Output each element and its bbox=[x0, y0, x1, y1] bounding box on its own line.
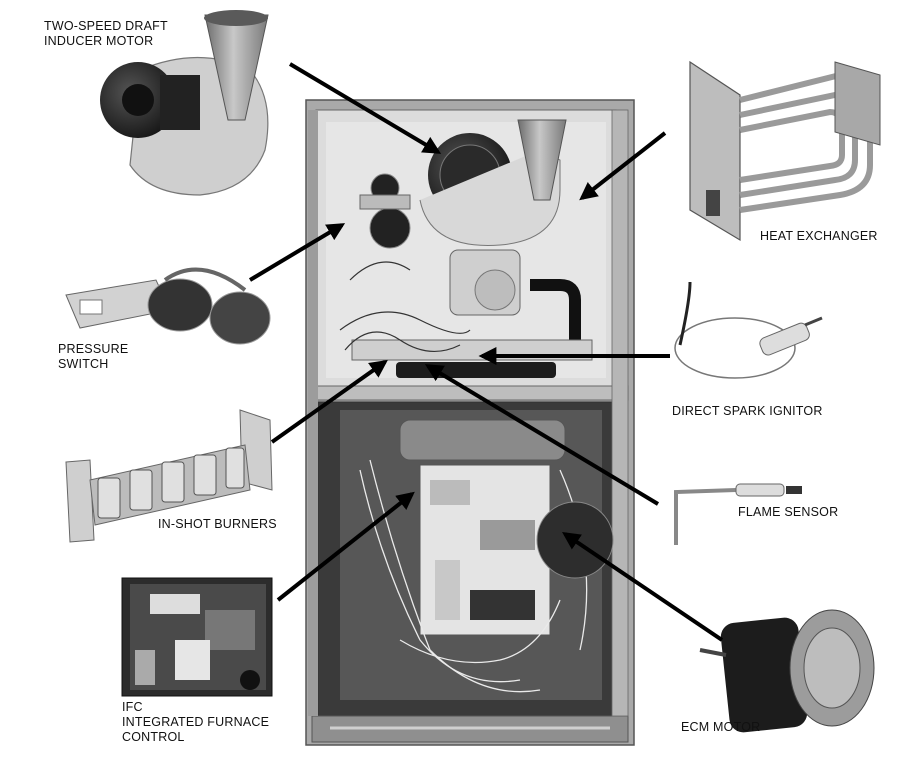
label-ignitor: DIRECT SPARK IGNITOR bbox=[672, 404, 823, 418]
label-burners: IN-SHOT BURNERS bbox=[158, 517, 277, 531]
label-ifc-line3: CONTROL bbox=[122, 730, 185, 744]
cabinet-inducer-motor bbox=[419, 119, 567, 246]
label-ifc-line2: INTEGRATED FURNACE bbox=[122, 715, 270, 729]
heat-exchanger-picture bbox=[689, 60, 881, 242]
label-pressure-switch: PRESSURE SWITCH bbox=[58, 342, 128, 372]
label-inducer-motor: TWO-SPEED DRAFT INDUCER MOTOR bbox=[44, 19, 168, 49]
pressure-switch-picture bbox=[65, 267, 271, 345]
burners-picture bbox=[65, 409, 273, 543]
label-ifc-line1: IFC bbox=[122, 700, 143, 714]
ifc-picture bbox=[121, 577, 273, 697]
label-flame-sensor: FLAME SENSOR bbox=[738, 505, 839, 519]
label-inducer-line1: TWO-SPEED DRAFT bbox=[44, 19, 168, 33]
arrow-ifc bbox=[276, 491, 415, 602]
label-pressure-line1: PRESSURE bbox=[58, 342, 129, 356]
label-heat-exchanger: HEAT EXCHANGER bbox=[760, 229, 878, 243]
arrow-flame-sensor bbox=[424, 364, 660, 506]
label-ifc: IFC INTEGRATED FURNACE CONTROL bbox=[122, 700, 269, 745]
ecm-motor-picture bbox=[699, 609, 875, 733]
label-ecm-motor: ECM MOTOR bbox=[681, 720, 761, 734]
arrow-heat-exchanger bbox=[579, 131, 667, 201]
cabinet-pressure-switch bbox=[359, 173, 411, 249]
cabinet-gas-valve bbox=[449, 249, 581, 345]
inducer-motor-picture bbox=[100, 10, 269, 196]
arrow-ecm-motor bbox=[562, 531, 724, 642]
flame-sensor-picture bbox=[674, 483, 802, 545]
arrow-inducer bbox=[288, 62, 442, 154]
arrow-burners bbox=[270, 359, 388, 444]
cabinet-wiring bbox=[339, 261, 471, 353]
arrow-pressure-switch bbox=[248, 223, 346, 282]
label-inducer-line2: INDUCER MOTOR bbox=[44, 34, 154, 48]
label-pressure-line2: SWITCH bbox=[58, 357, 109, 371]
leader-arrows bbox=[248, 62, 724, 642]
cabinet-control-board bbox=[399, 419, 566, 636]
ignitor-picture bbox=[674, 281, 823, 379]
